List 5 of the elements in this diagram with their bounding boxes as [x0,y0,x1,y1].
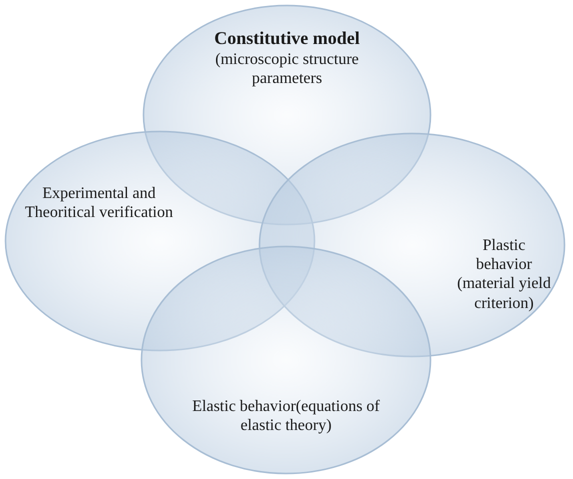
ellipse-label: Experimental and Theoritical verification [24,184,174,222]
ellipse-label: (microscopic structure parameters [214,50,360,88]
heading: Constitutive model [214,28,360,50]
ellipse-label: Elastic behavior(equations of elastic theory) [191,397,381,436]
ellipse-label: Plastic behavior (material yield criterion) [456,236,552,313]
